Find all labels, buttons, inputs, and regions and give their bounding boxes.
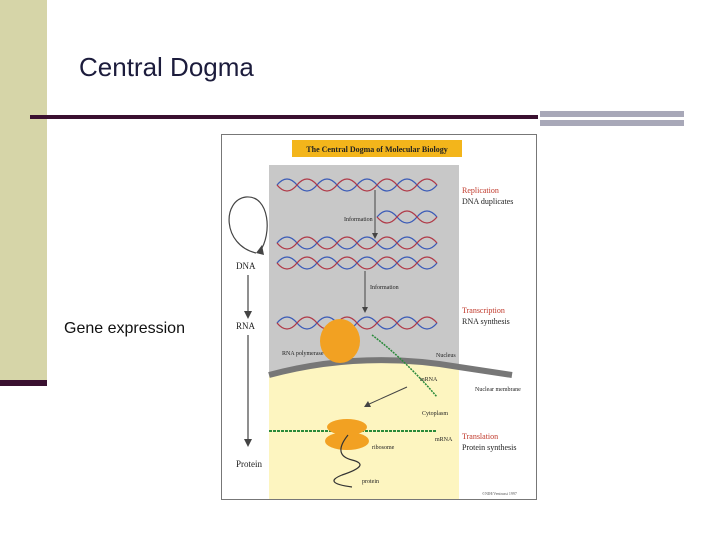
flow-label-protein: Protein	[236, 459, 262, 469]
translation-label: Translation	[462, 432, 498, 441]
central-dogma-diagram: The Central Dogma of Molecular Biology D…	[228, 140, 521, 499]
rna-polymerase-enzyme	[320, 319, 360, 363]
protein-chain	[333, 434, 361, 488]
nucleus-label: Nucleus	[436, 353, 456, 359]
transcription-sublabel: RNA synthesis	[462, 317, 510, 326]
dna-strand-2b	[376, 210, 438, 224]
nuclear-membrane-shape	[268, 357, 513, 378]
dna-strand-5b	[276, 316, 438, 330]
mrna-strand-exit	[371, 334, 438, 398]
replication-loop-arrowhead	[256, 245, 264, 255]
title-divider-accent-bottom	[540, 120, 684, 126]
cytoplasm-label: Cytoplasm	[422, 411, 448, 417]
dna-strand-2a	[376, 210, 438, 224]
translation-sublabel: Protein synthesis	[462, 443, 516, 452]
mrna-export-arrow	[366, 386, 408, 406]
sidebar-accent-base	[0, 380, 47, 386]
gene-expression-label: Gene expression	[64, 320, 185, 337]
information-arrowhead-1	[372, 233, 378, 239]
figure-banner-text: The Central Dogma of Molecular Biology	[306, 145, 447, 154]
figure-credit: ©NIH/Ventrassi 1997	[482, 491, 517, 496]
protein-chain-label: protein	[362, 479, 379, 485]
dna-to-rna-arrowhead	[244, 311, 252, 319]
dna-strand-1b	[276, 178, 438, 192]
mrna-label-2: mRNA	[435, 437, 453, 443]
central-dogma-figure: The Central Dogma of Molecular Biology D…	[221, 134, 537, 500]
rna-to-protein-arrowhead	[244, 439, 252, 447]
mrna-export-arrowhead	[364, 401, 371, 407]
dna-strand-3b	[276, 236, 438, 250]
mrna-label-1: mRNA	[420, 377, 438, 383]
title-divider	[30, 115, 538, 119]
dna-helix-group	[276, 178, 438, 330]
title-divider-accent-top	[540, 111, 684, 117]
sidebar-accent	[0, 0, 47, 384]
flow-label-dna: DNA	[236, 261, 256, 271]
flow-label-rna: RNA	[236, 321, 256, 331]
rna-polymerase-label: RNA polymerase	[282, 351, 324, 357]
nuclear-membrane-label: Nuclear membrane	[475, 387, 521, 393]
ribosome-large-subunit	[327, 419, 367, 435]
slide-title: Central Dogma	[79, 52, 254, 82]
ribosome-small-subunit	[325, 432, 369, 450]
nucleus-background	[269, 165, 459, 375]
replication-sublabel: DNA duplicates	[462, 197, 513, 206]
information-arrowhead-2	[362, 307, 368, 313]
ribosome-label: ribosome	[372, 445, 395, 451]
replication-loop-arrow	[228, 196, 268, 254]
information-label-2: Information	[370, 284, 399, 291]
dna-strand-4b	[276, 256, 438, 270]
figure-banner	[292, 140, 462, 157]
transcription-label: Transcription	[462, 306, 505, 315]
replication-label: Replication	[462, 186, 499, 195]
information-label-1: Information	[344, 216, 373, 223]
